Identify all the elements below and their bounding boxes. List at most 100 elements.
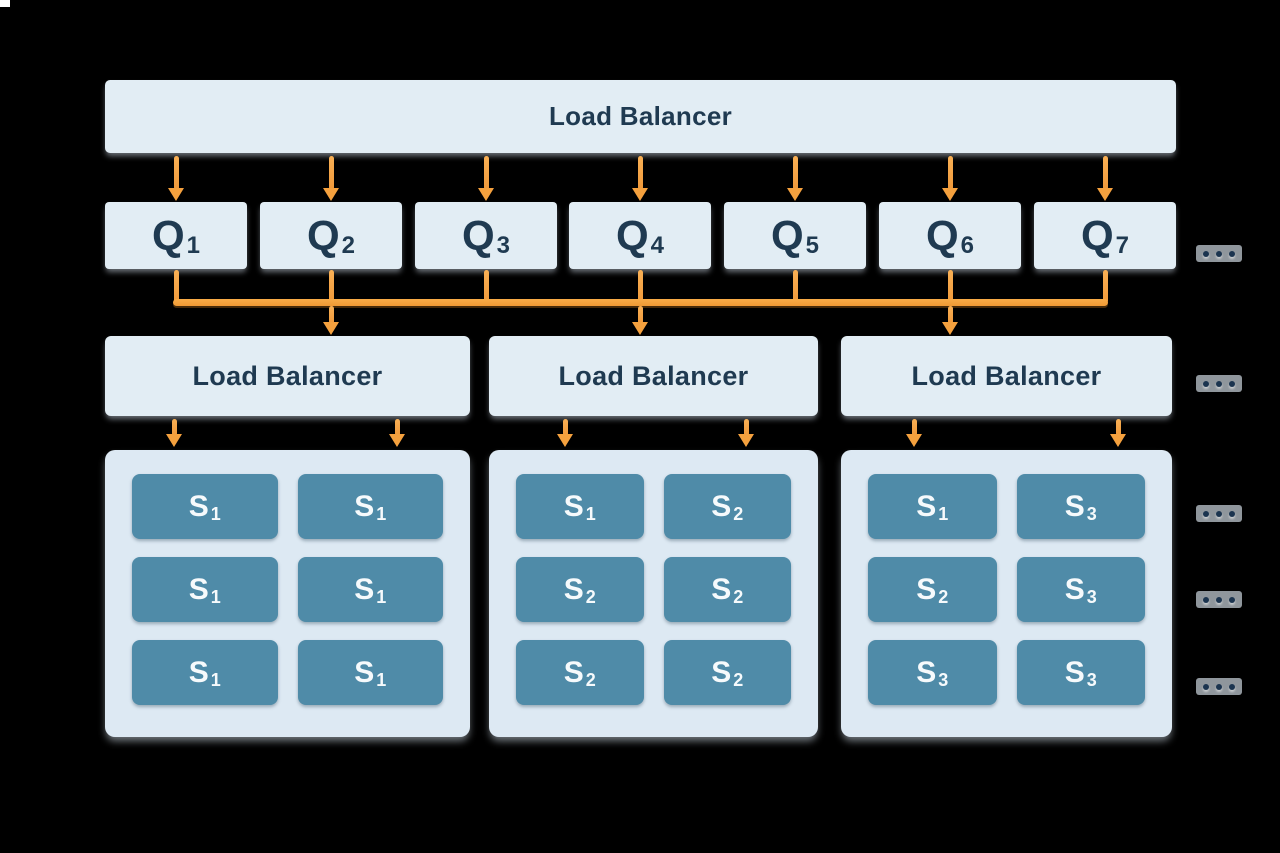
server-label-subscript: 2 (733, 504, 744, 525)
down-arrow-icon (942, 322, 958, 335)
down-arrow-icon (632, 188, 648, 201)
server-label-subscript: 2 (938, 587, 949, 608)
queue-label-subscript: 1 (186, 231, 201, 259)
server-label-subscript: 2 (733, 587, 744, 608)
server-label-subscript: 3 (1086, 670, 1097, 691)
server-label-subscript: 1 (376, 504, 387, 525)
down-arrow-icon (738, 434, 754, 447)
server-label: S (563, 572, 584, 606)
down-arrow-icon (174, 156, 179, 190)
connector-line (174, 270, 179, 303)
down-arrow-icon (395, 419, 400, 436)
server-label: S (711, 489, 732, 523)
server-label: S (711, 572, 732, 606)
server-label: S (188, 655, 209, 689)
down-arrow-icon (168, 188, 184, 201)
down-arrow-icon (329, 306, 334, 324)
top-load-balancer-label: Load Balancer (548, 101, 733, 131)
load-balancer-label: Load Balancer (911, 360, 1102, 391)
down-arrow-icon (172, 419, 177, 436)
server-label: S (916, 572, 937, 606)
server-label-subscript: 1 (210, 670, 221, 691)
queue-label-subscript: 4 (650, 231, 665, 259)
queue-label: Q (615, 211, 649, 259)
server-label: S (188, 572, 209, 606)
connector-bus-line (173, 299, 1108, 306)
connector-line (484, 270, 489, 303)
load-balancer-box-2: Load Balancer (489, 336, 818, 416)
server-label-subscript: 3 (938, 670, 949, 691)
horizontal-ellipsis-icon (1196, 678, 1242, 695)
corner-artifact (0, 0, 10, 7)
server-label: S (711, 655, 732, 689)
down-arrow-icon (329, 156, 334, 190)
down-arrow-icon (632, 322, 648, 335)
down-arrow-icon (912, 419, 917, 436)
top-load-balancer-box: Load Balancer (105, 80, 1176, 153)
load-balancer-label: Load Balancer (192, 360, 383, 391)
down-arrow-icon (906, 434, 922, 447)
queue-label: Q (306, 211, 340, 259)
down-arrow-icon (1103, 156, 1108, 190)
down-arrow-icon (557, 434, 573, 447)
horizontal-ellipsis-icon (1196, 245, 1242, 262)
horizontal-ellipsis-icon (1196, 375, 1242, 392)
server-label: S (1064, 572, 1085, 606)
queue-label: Q (925, 211, 959, 259)
load-balancer-label: Load Balancer (558, 360, 749, 391)
horizontal-ellipsis-icon (1196, 505, 1242, 522)
queue-label-subscript: 5 (805, 231, 820, 259)
load-balancer-box-1: Load Balancer (105, 336, 470, 416)
queue-label-subscript: 2 (341, 231, 356, 259)
down-arrow-icon (793, 156, 798, 190)
connector-line (948, 270, 953, 303)
connector-line (1103, 270, 1108, 303)
server-label-subscript: 2 (585, 587, 596, 608)
queue-label: Q (151, 211, 185, 259)
queue-label-subscript: 3 (496, 231, 511, 259)
server-label: S (354, 655, 375, 689)
down-arrow-icon (942, 188, 958, 201)
down-arrow-icon (638, 156, 643, 190)
down-arrow-icon (787, 188, 803, 201)
server-label: S (354, 572, 375, 606)
down-arrow-icon (323, 188, 339, 201)
queue-label: Q (461, 211, 495, 259)
server-label: S (563, 655, 584, 689)
down-arrow-icon (638, 306, 643, 324)
server-label: S (1064, 655, 1085, 689)
connector-line (638, 270, 643, 303)
connector-line (793, 270, 798, 303)
server-label-subscript: 1 (938, 504, 949, 525)
down-arrow-icon (484, 156, 489, 190)
server-label: S (1064, 489, 1085, 523)
server-label-subscript: 2 (733, 670, 744, 691)
queue-label-subscript: 6 (960, 231, 975, 259)
server-label: S (916, 655, 937, 689)
down-arrow-icon (323, 322, 339, 335)
down-arrow-icon (948, 156, 953, 190)
server-label-subscript: 3 (1086, 504, 1097, 525)
server-label-subscript: 1 (210, 587, 221, 608)
down-arrow-icon (478, 188, 494, 201)
